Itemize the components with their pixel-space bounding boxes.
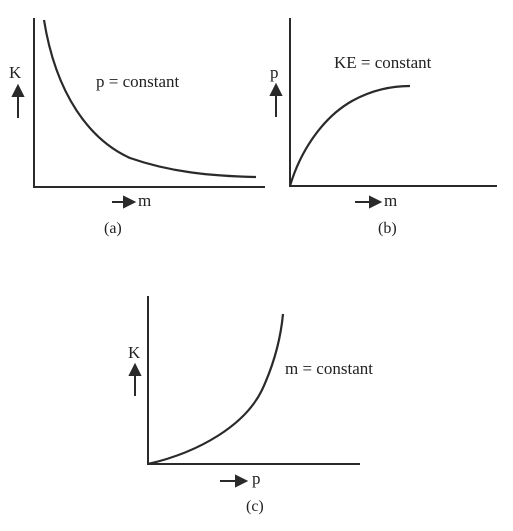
panel-c-caption: (c) [246, 498, 264, 515]
panel-b-y-label: p [270, 63, 279, 82]
panel-c-curve [147, 313, 285, 466]
panel-a-caption: (a) [104, 220, 122, 237]
panel-b-axes [289, 18, 497, 187]
panel-b-annotation: KE = constant [334, 53, 432, 72]
panel-c-annotation: m = constant [285, 359, 373, 378]
panel-a-x-label: m [138, 191, 151, 210]
panel-b-x-arrow-icon [355, 195, 383, 209]
panel-a: K p = constant m (a) [9, 18, 265, 237]
panel-b-curve [288, 84, 411, 187]
panel-b-y-arrow-icon [269, 82, 283, 117]
panel-c: K m = constant p (c) [128, 296, 373, 515]
panel-c-axes [147, 296, 360, 465]
panel-c-x-arrow-icon [220, 474, 249, 488]
panel-c-y-label: K [128, 343, 141, 362]
panel-a-axes [33, 18, 265, 188]
panel-c-y-arrow-icon [128, 362, 142, 396]
panel-b-x-label: m [384, 191, 397, 210]
panel-c-x-label: p [252, 469, 261, 488]
panel-b-caption: (b) [378, 220, 397, 237]
panel-a-y-arrow-icon [11, 83, 25, 118]
panel-a-curve [42, 19, 257, 179]
panel-a-x-arrow-icon [112, 195, 137, 209]
panel-b: p KE = constant m (b) [269, 18, 497, 237]
panel-a-y-label: K [9, 63, 22, 82]
panel-a-annotation: p = constant [96, 72, 180, 91]
